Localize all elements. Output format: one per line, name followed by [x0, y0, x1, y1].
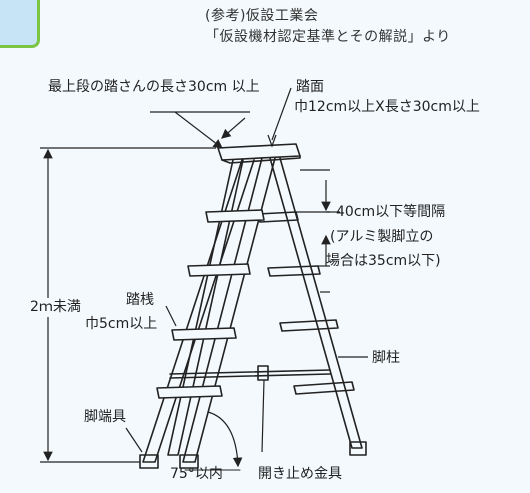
label-leg: 脚柱 [372, 350, 400, 366]
source-line-1: (参考)仮設工業会 [205, 8, 319, 24]
label-angle: 75°以内 [170, 466, 223, 482]
label-tread-title: 踏面 [296, 79, 324, 95]
rear-leg-left [167, 159, 244, 456]
leader-tread [267, 87, 292, 148]
angle-arc [207, 411, 243, 468]
leader-rung [165, 305, 177, 327]
label-rung-title: 踏桟 [126, 292, 154, 308]
dim-interval [296, 169, 340, 293]
label-interval-1: 40cm以下等間隔 [336, 204, 446, 220]
leader-stopper [261, 379, 265, 453]
source-line-2: 「仮設機材認定基準とその解説」より [205, 29, 451, 45]
label-rung-spec: 巾5cm以上 [85, 316, 158, 332]
leader-foot [125, 427, 143, 453]
label-tread-spec: 巾12cm以上X長さ30cm以上 [294, 99, 480, 115]
front-leg-left [142, 159, 255, 463]
label-foot: 脚端具 [84, 409, 126, 425]
label-stopper: 開き止め金具 [258, 466, 342, 482]
rear-leg-right [269, 157, 363, 449]
label-height: 2ｍ未満 [30, 298, 81, 317]
front-rungs [156, 209, 265, 399]
label-interval-2: (アルミ製脚立の [330, 229, 434, 245]
spreader-bar [169, 365, 331, 381]
front-leg-right [182, 157, 276, 463]
foot-pads [139, 441, 367, 469]
source-note: (参考)仮設工業会 「仮設機材認定基準とその解説」より [205, 6, 451, 48]
label-top-step-length: 最上段の踏さんの長さ30cm 以上 [48, 79, 260, 95]
top-platform [217, 143, 301, 164]
dim-top-length [150, 111, 250, 149]
label-interval-3: 場合は35cm以下) [326, 253, 441, 269]
corner-decoration [0, 0, 40, 48]
